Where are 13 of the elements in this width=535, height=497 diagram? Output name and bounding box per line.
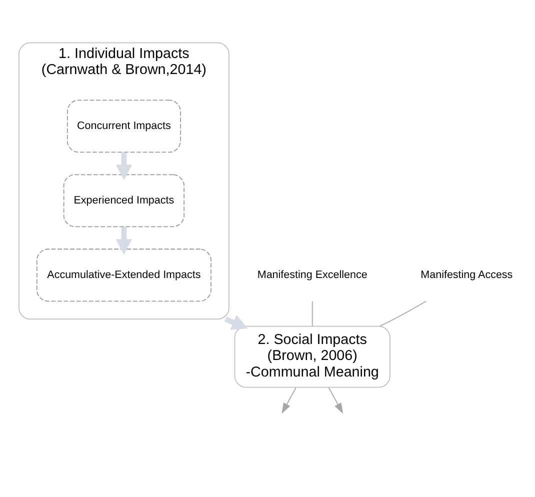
arrow bbox=[116, 152, 132, 180]
arrow bbox=[116, 227, 132, 255]
node-box: Accumulative-Extended Impacts bbox=[36, 248, 212, 302]
node-box: Concurrent Impacts bbox=[66, 100, 181, 153]
node-text: Manifesting Access bbox=[420, 268, 513, 281]
connector bbox=[379, 300, 426, 327]
node-text: Manifesting Excellence bbox=[257, 268, 368, 281]
node-box: Experienced Impacts bbox=[63, 174, 184, 228]
arrow bbox=[224, 314, 248, 330]
connector bbox=[312, 300, 313, 326]
arrow bbox=[282, 387, 296, 414]
arrow bbox=[328, 387, 344, 414]
node-box: 2. Social Impacts (Brown, 2006) -Communal Meaning bbox=[234, 326, 390, 388]
